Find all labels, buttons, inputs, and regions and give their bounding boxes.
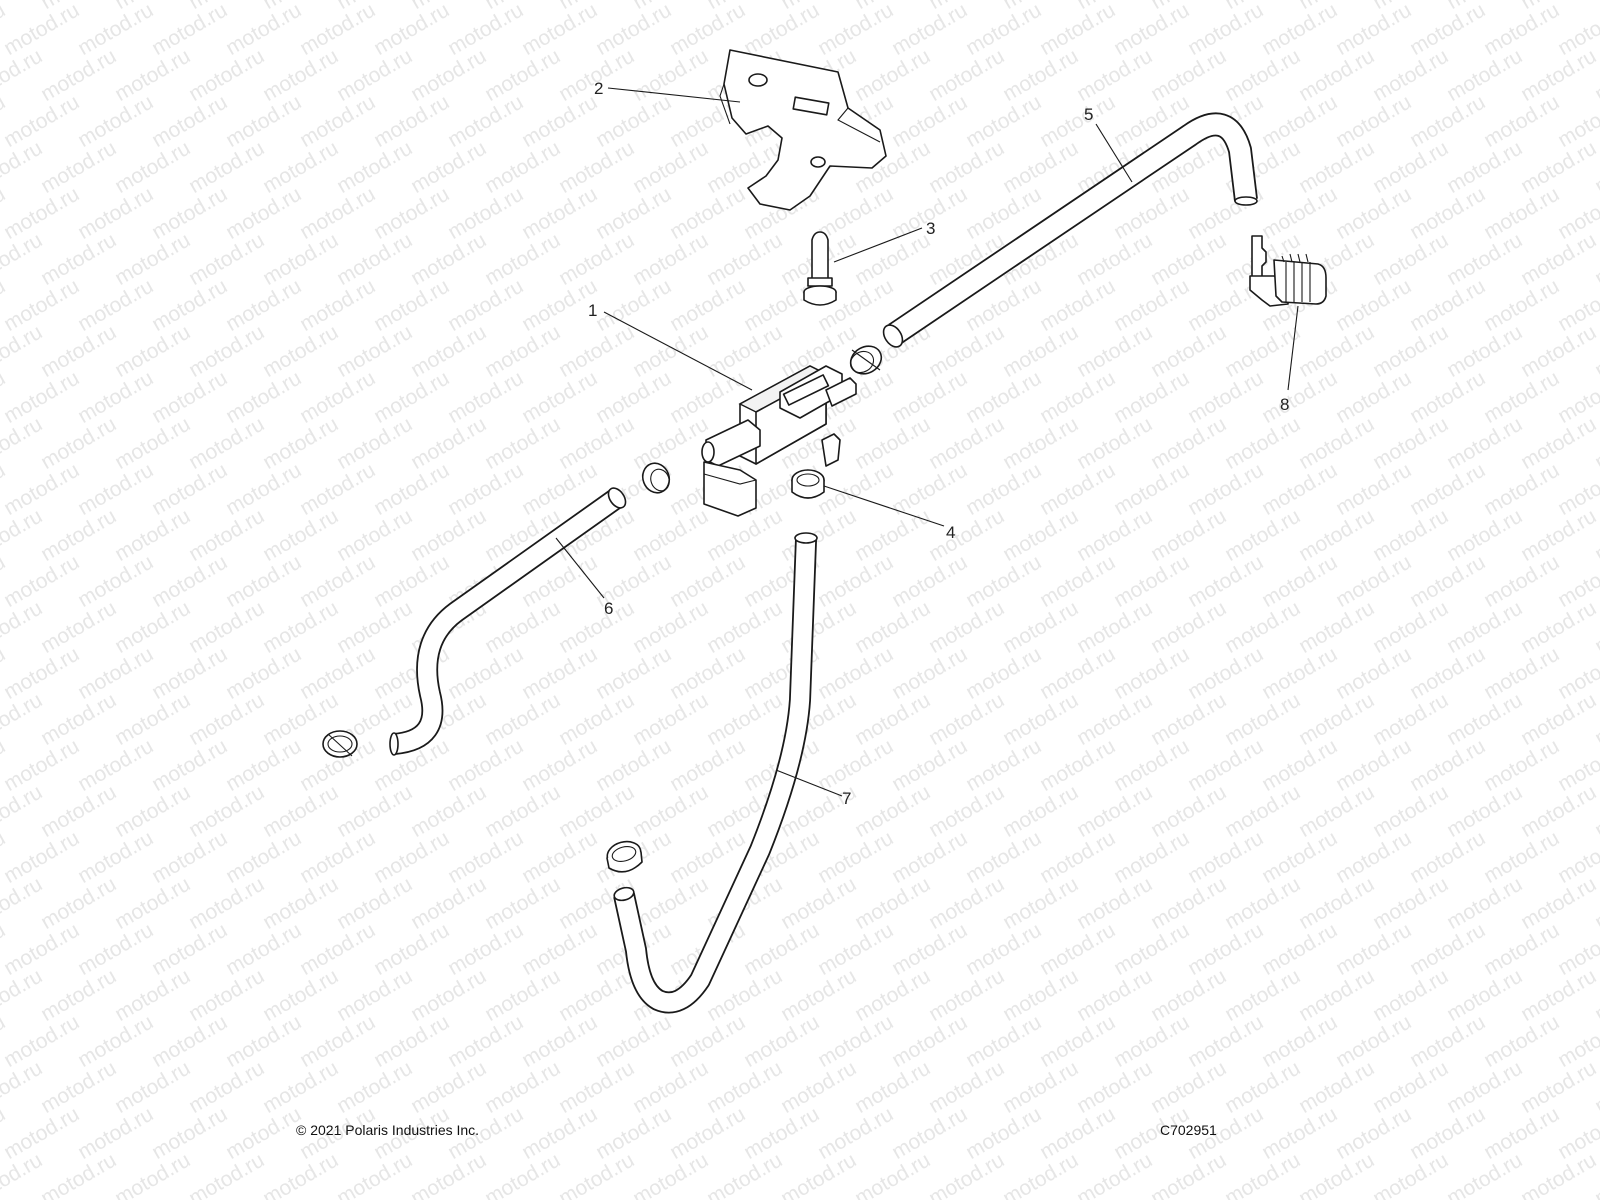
callout-2: 2 <box>594 79 603 98</box>
callout-6: 6 <box>604 599 613 618</box>
leader-8 <box>1287 305 1299 391</box>
part-5-hose <box>882 112 1258 348</box>
leader-lines <box>555 87 1299 797</box>
part-8-connector <box>1249 235 1327 307</box>
part-7-hose <box>613 532 818 1014</box>
callout-7: 7 <box>842 789 851 808</box>
callout-labels: 1 2 3 4 5 6 7 8 <box>588 79 1289 808</box>
hose-clamp-left <box>641 462 671 494</box>
part-4-clamp <box>791 469 825 499</box>
diagram-code: C702951 <box>1160 1122 1217 1138</box>
part-3-fastener <box>803 231 837 306</box>
leader-1 <box>603 311 753 391</box>
hose-clamp-bottom <box>606 840 643 873</box>
hose-clamp-lower-left <box>322 730 358 758</box>
part-1-valve <box>701 365 857 517</box>
leader-2 <box>607 87 741 103</box>
copyright-text: © 2021 Polaris Industries Inc. <box>296 1122 480 1138</box>
leader-3 <box>833 227 923 263</box>
callout-3: 3 <box>926 219 935 238</box>
hose-clamp-upper-right <box>849 345 883 375</box>
callout-8: 8 <box>1280 395 1289 414</box>
leader-5 <box>1095 123 1133 183</box>
part-2-bracket <box>719 49 887 211</box>
leader-4 <box>823 485 945 527</box>
callout-4: 4 <box>946 523 955 542</box>
part-6-hose <box>389 487 627 756</box>
callout-5: 5 <box>1084 105 1093 124</box>
callout-1: 1 <box>588 301 597 320</box>
leader-6 <box>555 537 605 599</box>
leader-7 <box>775 769 843 797</box>
